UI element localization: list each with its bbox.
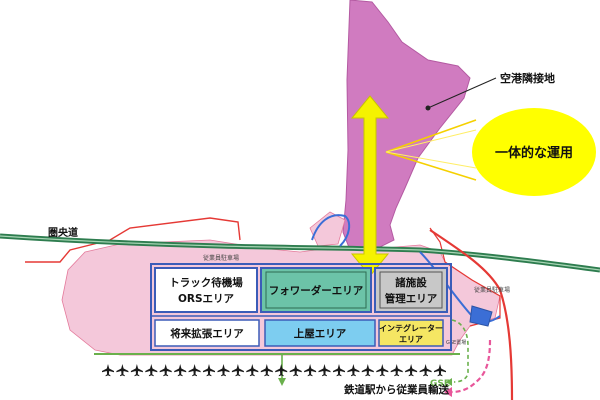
airplane-icon (159, 364, 172, 377)
zone-forwarder (260, 267, 372, 313)
airplane-icon (203, 364, 215, 377)
rail-transport-label: 鉄道駅から従業員輸送 (344, 383, 449, 396)
airplane-icon (289, 364, 302, 377)
airplane-icon (405, 364, 418, 377)
airplane-icon (434, 364, 446, 377)
gse-parking-label: GSE置場 (446, 339, 466, 346)
airplane-icon (275, 364, 288, 377)
site-boundary-line (25, 217, 241, 263)
airplane-icon (419, 364, 432, 377)
airplane-icon (333, 364, 345, 377)
airplane-icon (116, 364, 129, 377)
aircraft-row (102, 364, 446, 377)
airplane-icon (304, 364, 317, 377)
zone-truck-ors (154, 267, 258, 313)
airplane-icon (145, 364, 158, 377)
railway-line (429, 229, 514, 400)
zone-truck-line2: ORSエリア (178, 293, 235, 305)
interchange-area (309, 211, 346, 247)
airplane-icon (376, 364, 389, 377)
airplane-icon (347, 364, 360, 377)
zone-shelter-label: 上屋エリア (294, 327, 347, 340)
zone-future-expansion (154, 319, 260, 347)
airplane-icon (246, 364, 259, 377)
gse-route (451, 319, 469, 383)
zone-integrator (378, 319, 444, 347)
zone-facility-inner (379, 271, 443, 309)
employee-transport-arrow (444, 387, 452, 397)
airplane-icon (130, 364, 143, 377)
gse-route-arrow (446, 378, 452, 386)
airplane-icon (102, 364, 114, 377)
highway-centerline (0, 235, 600, 271)
employee-parking-right-label: 従業員駐車場 (474, 286, 510, 294)
airplane-icon (361, 364, 374, 377)
gse-label: GSE (430, 379, 450, 389)
zone-integrator-line1: インテグレーター (379, 323, 443, 333)
callout-leader-inner (385, 129, 477, 169)
parking-lot-right (469, 305, 493, 327)
integrated-operation-callout (472, 108, 596, 196)
ken-o-do-label: 圏央道 (48, 226, 78, 239)
interchange-ramp (311, 214, 351, 247)
airplane-icon (174, 364, 187, 377)
airplane-icon (217, 364, 230, 377)
airplane-icon (260, 364, 273, 377)
airplane-icon (390, 364, 403, 377)
zone-facility-management (374, 267, 448, 313)
adjacent-land-label: 空港隣接地 (500, 71, 555, 85)
zone-future-label: 将来拡張エリア (170, 327, 244, 340)
airport-adjacent-land (342, 0, 471, 251)
zone-facility-line2: 管理エリア (385, 292, 438, 305)
zone-forwarder-inner (265, 271, 367, 309)
zone-facility-line1: 諸施設 (395, 276, 427, 289)
airplane-icon (231, 364, 244, 377)
employee-parking-label: 従業員駐車場 (203, 254, 239, 262)
adjacent-land-marker (425, 105, 431, 111)
zone-integrator-line2: エリア (399, 335, 423, 344)
integrated-operation-label: 一体的な運用 (495, 145, 573, 161)
adjacent-land-leader (427, 77, 497, 109)
airplane-icon (188, 364, 201, 377)
airplane-icon (318, 364, 331, 377)
apron-connector-arrow (278, 378, 286, 386)
employee-transport-route (451, 339, 492, 394)
callout-leader (385, 119, 477, 181)
zone-shelter (264, 319, 376, 347)
zone-truck-line1: トラック待機場 (169, 276, 243, 289)
zone-frame (150, 263, 452, 351)
site-boundary-line-right (429, 227, 501, 327)
zone-forwarder-label: フォワーダーエリア (269, 284, 364, 297)
